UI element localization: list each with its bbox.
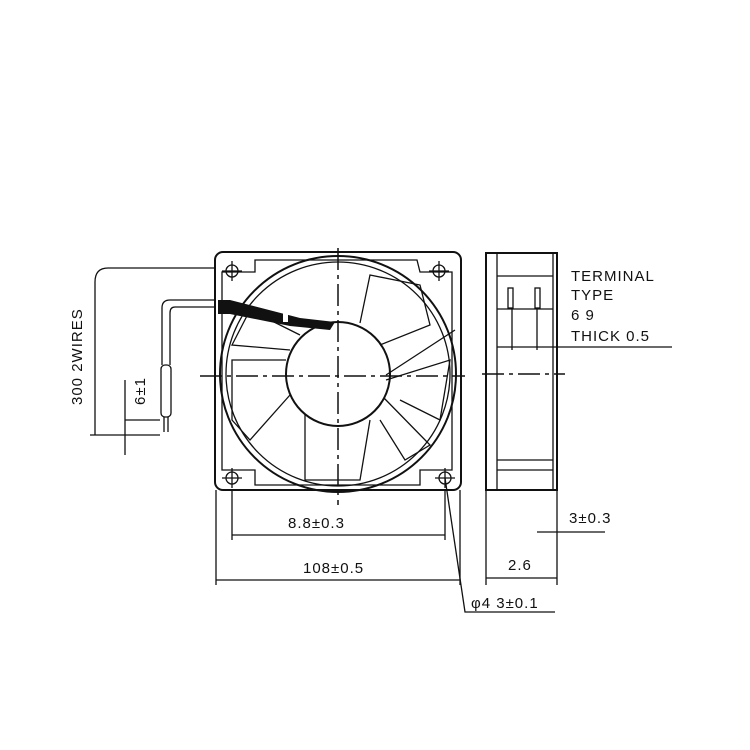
strip-length-label: 6±1 [132,377,149,405]
side-depth-label: 2.6 [508,557,532,574]
terminal-note-line-4: THICK 0.5 [571,328,650,345]
hole-diameter-label: φ4 3±0.1 [471,595,539,612]
lead-wire-bundle [218,300,335,330]
terminal-note-line-2: TYPE [571,287,614,304]
fan-front-view [200,248,465,505]
fan-side-view: TERMINAL TYPE 6 9 THICK 0.5 3±0.3 2.6 [482,252,672,585]
mounting-holes [222,261,455,488]
terminal-note-line-3: 6 9 [571,307,595,324]
hole-pitch-label: 8.8±0.3 [288,515,345,532]
terminal-note-line-1: TERMINAL [571,268,655,285]
overall-width-label: 108±0.5 [303,560,364,577]
front-dimensions: 8.8±0.3 108±0.5 φ4 3±0.1 [215,477,555,613]
wire-leads: 300 2WIRES 6±1 [69,267,215,455]
wire-length-label: 300 2WIRES [69,308,86,405]
flange-thickness-label: 3±0.3 [569,510,611,527]
